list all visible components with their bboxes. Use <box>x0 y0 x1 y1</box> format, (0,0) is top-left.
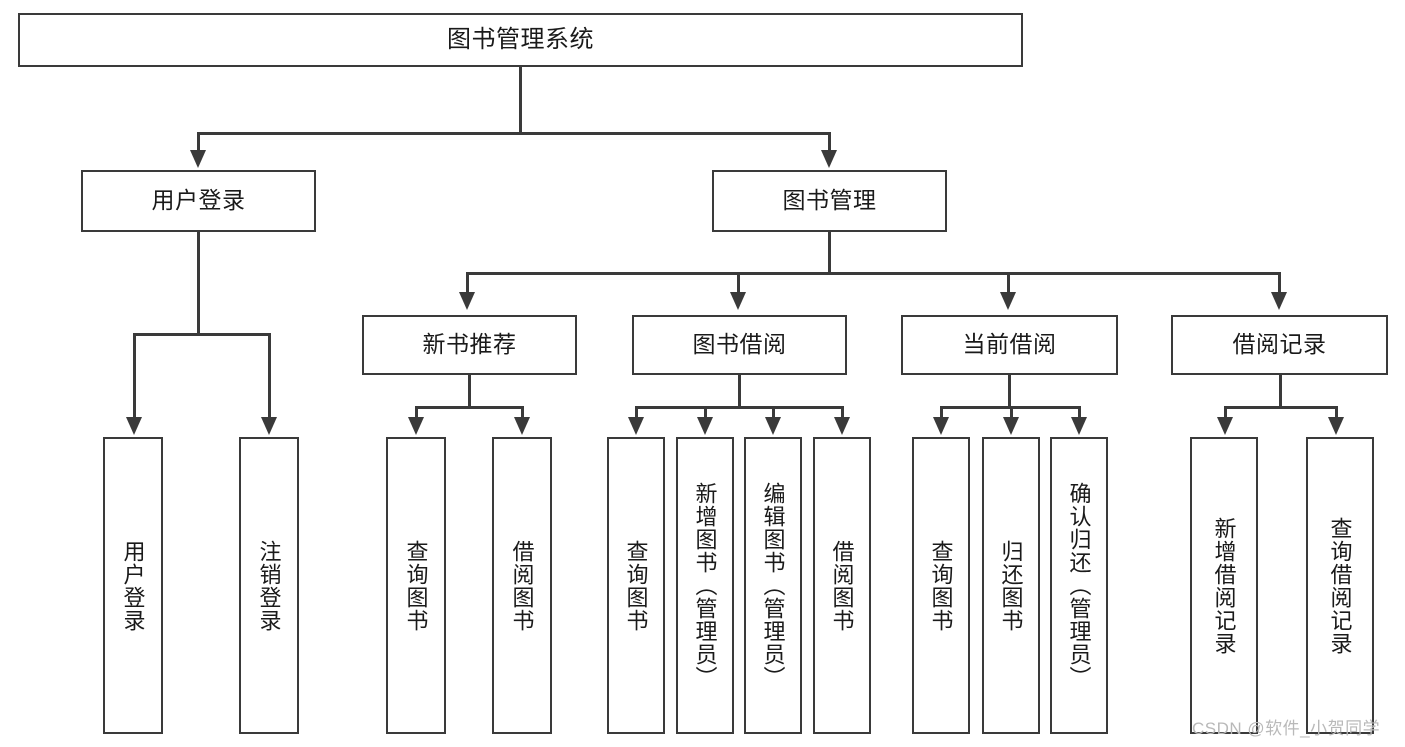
leaf-add-book-admin[interactable]: 新增图书（管理员） <box>676 437 734 734</box>
node-book-management-system[interactable]: 图书管理系统 <box>18 13 1023 67</box>
leaf-user-login[interactable]: 用户登录 <box>103 437 163 734</box>
node-current-borrow[interactable]: 当前借阅 <box>901 315 1118 375</box>
connector-new-book-drop-2 <box>521 406 524 419</box>
node-label: 查询借阅记录 <box>1327 516 1353 655</box>
arrow-bm-to-borrow-record <box>1271 292 1287 310</box>
node-borrow-record[interactable]: 借阅记录 <box>1171 315 1388 375</box>
arrow-user-login-leaf-1 <box>126 417 142 435</box>
leaf-query-book-borrow[interactable]: 查询图书 <box>607 437 665 734</box>
node-label: 图书管理 <box>782 187 877 214</box>
connector-book-borrow-drop-1 <box>635 406 638 419</box>
arrow-current-borrow-leaf-2 <box>1003 417 1019 435</box>
connector-borrow-record-stem <box>1279 375 1282 408</box>
connector-root-stem <box>519 67 522 134</box>
connector-bm-to-borrow-record <box>1278 272 1281 294</box>
node-label: 查询图书 <box>623 539 649 632</box>
node-label: 查询图书 <box>928 539 954 632</box>
leaf-query-book-current[interactable]: 查询图书 <box>912 437 970 734</box>
connector-borrow-record-drop-2 <box>1335 406 1338 419</box>
node-label: 新增借阅记录 <box>1211 516 1237 655</box>
node-label: 新书推荐 <box>422 331 517 358</box>
connector-new-book-drop-1 <box>415 406 418 419</box>
connector-current-borrow-drop-3 <box>1078 406 1081 419</box>
arrow-new-book-leaf-1 <box>408 417 424 435</box>
node-label: 用户登录 <box>120 539 146 632</box>
node-label: 编辑图书（管理员） <box>760 482 786 689</box>
leaf-query-borrow-record[interactable]: 查询借阅记录 <box>1306 437 1374 734</box>
node-label: 查询图书 <box>403 539 429 632</box>
connector-current-borrow-stem <box>1008 375 1011 408</box>
arrow-borrow-record-leaf-2 <box>1328 417 1344 435</box>
arrow-user-login-leaf-2 <box>261 417 277 435</box>
node-book-borrow[interactable]: 图书借阅 <box>632 315 847 375</box>
leaf-borrow-book[interactable]: 借阅图书 <box>813 437 871 734</box>
leaf-add-borrow-record[interactable]: 新增借阅记录 <box>1190 437 1258 734</box>
connector-user-login-right-drop <box>268 333 271 419</box>
arrow-current-borrow-leaf-1 <box>933 417 949 435</box>
connector-book-borrow-stem <box>738 375 741 408</box>
connector-bm-to-current-borrow <box>1007 272 1010 294</box>
node-label: 图书管理系统 <box>447 25 594 53</box>
connector-new-book-stem <box>468 375 471 408</box>
node-label: 借阅图书 <box>829 539 855 632</box>
arrow-borrow-record-leaf-1 <box>1217 417 1233 435</box>
arrow-bm-to-book-borrow <box>730 292 746 310</box>
arrow-book-borrow-leaf-4 <box>834 417 850 435</box>
arrow-new-book-leaf-2 <box>514 417 530 435</box>
connector-current-borrow-drop-2 <box>1010 406 1013 419</box>
node-label: 注销登录 <box>256 539 282 632</box>
node-label: 新增图书（管理员） <box>692 482 718 689</box>
connector-book-management-bar <box>466 272 1281 275</box>
connector-book-management-stem <box>828 232 831 274</box>
arrow-book-borrow-leaf-2 <box>697 417 713 435</box>
leaf-return-book[interactable]: 归还图书 <box>982 437 1040 734</box>
csdn-watermark: CSDN @软件_小贺同学 <box>1192 719 1381 738</box>
node-label: 用户登录 <box>151 187 246 214</box>
connector-bm-to-new-book <box>466 272 469 294</box>
connector-user-login-bar <box>133 333 270 336</box>
node-user-login[interactable]: 用户登录 <box>81 170 316 232</box>
leaf-confirm-return-admin[interactable]: 确认归还（管理员） <box>1050 437 1108 734</box>
connector-new-book-bar <box>415 406 523 409</box>
connector-borrow-record-bar <box>1224 406 1337 409</box>
leaf-query-book-recommend[interactable]: 查询图书 <box>386 437 446 734</box>
connector-borrow-record-drop-1 <box>1224 406 1227 419</box>
node-book-management[interactable]: 图书管理 <box>712 170 947 232</box>
connector-root-to-user-login <box>197 132 200 152</box>
arrow-book-borrow-leaf-1 <box>628 417 644 435</box>
connector-user-login-left-drop <box>133 333 136 419</box>
connector-root-to-book-management <box>828 132 831 152</box>
arrow-bm-to-current-borrow <box>1000 292 1016 310</box>
connector-user-login-stem <box>197 232 200 335</box>
connector-root-bar <box>197 132 830 135</box>
connector-book-borrow-bar <box>635 406 843 409</box>
leaf-logout[interactable]: 注销登录 <box>239 437 299 734</box>
node-label: 归还图书 <box>998 539 1024 632</box>
connector-current-borrow-drop-1 <box>940 406 943 419</box>
node-label: 借阅图书 <box>509 539 535 632</box>
arrow-root-to-user-login <box>190 150 206 168</box>
node-label: 图书借阅 <box>692 331 787 358</box>
connector-bm-to-book-borrow <box>737 272 740 294</box>
node-label: 借阅记录 <box>1232 331 1327 358</box>
connector-book-borrow-drop-3 <box>772 406 775 419</box>
leaf-edit-book-admin[interactable]: 编辑图书（管理员） <box>744 437 802 734</box>
arrow-bm-to-new-book <box>459 292 475 310</box>
leaf-borrow-book-recommend[interactable]: 借阅图书 <box>492 437 552 734</box>
connector-book-borrow-drop-4 <box>841 406 844 419</box>
node-label: 确认归还（管理员） <box>1066 482 1092 689</box>
arrow-book-borrow-leaf-3 <box>765 417 781 435</box>
connector-book-borrow-drop-2 <box>704 406 707 419</box>
arrow-current-borrow-leaf-3 <box>1071 417 1087 435</box>
arrow-root-to-book-management <box>821 150 837 168</box>
node-new-book-recommend[interactable]: 新书推荐 <box>362 315 577 375</box>
node-label: 当前借阅 <box>962 331 1057 358</box>
